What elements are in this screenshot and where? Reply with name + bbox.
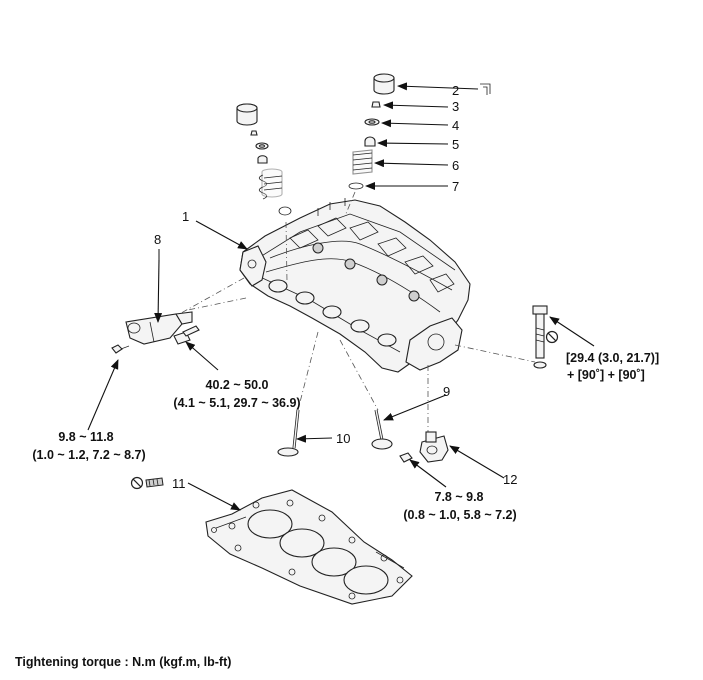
callout-3: 3 — [452, 99, 459, 114]
cylinder-head-gasket — [205, 489, 413, 605]
callout-12: 12 — [503, 472, 517, 487]
do-not-reuse-icon — [545, 330, 559, 344]
head-bolt-torque-line2: + [90˚] + [90˚] — [567, 368, 645, 382]
ocv-bracket-torque-line1: 9.8 ~ 11.8 — [58, 430, 113, 444]
valve-stem-seal — [364, 136, 376, 147]
callout-10: 10 — [336, 431, 350, 446]
alignment-lines — [164, 191, 536, 432]
callout-11: 11 — [172, 476, 186, 491]
hydraulic-lifter — [373, 73, 395, 95]
cylinder-head-bolt — [532, 305, 548, 369]
outlet-torque-line1: 7.8 ~ 9.8 — [435, 490, 484, 504]
do-not-reuse-icon-gasket — [130, 476, 164, 490]
torque-units-legend: Tightening torque : N.m (kgf.m, lb-ft) — [15, 655, 231, 669]
intake-valve — [277, 409, 300, 457]
callout-6: 6 — [452, 158, 459, 173]
head-bolt-torque-line1: [29.4 (3.0, 21.7)] — [566, 351, 659, 365]
ocv-bolt-torque-line1: 40.2 ~ 50.0 — [206, 378, 269, 392]
callout-8: 8 — [154, 232, 161, 247]
retainer-stack-right — [348, 73, 395, 190]
spring-retainer — [364, 118, 380, 126]
exhaust-valve — [371, 409, 393, 450]
ocv-bolt-torque-line2: (4.1 ~ 5.1, 29.7 ~ 36.9) — [173, 396, 300, 410]
oil-control-valve — [125, 311, 193, 345]
outlet-torque-line2: (0.8 ~ 1.0, 5.8 ~ 7.2) — [403, 508, 516, 522]
callout-4: 4 — [452, 118, 459, 133]
callout-9: 9 — [443, 384, 450, 399]
callout-1: 1 — [182, 209, 189, 224]
valve-spring — [352, 149, 373, 175]
callout-7: 7 — [452, 179, 459, 194]
valve-keeper — [371, 101, 381, 108]
leader-lines — [87, 82, 595, 511]
water-outlet-fitting — [399, 431, 449, 463]
callout-2: 2 — [452, 83, 459, 98]
valve-train-left — [236, 103, 292, 216]
cylinder-head — [239, 198, 471, 373]
spring-seat — [348, 182, 364, 190]
lifter-orientation-icon — [480, 83, 491, 95]
ocv-filter-bolt — [173, 325, 200, 345]
callout-5: 5 — [452, 137, 459, 152]
ocv-bracket-torque-line2: (1.0 ~ 1.2, 7.2 ~ 8.7) — [32, 448, 145, 462]
ocv-bracket-bolt — [111, 344, 130, 354]
